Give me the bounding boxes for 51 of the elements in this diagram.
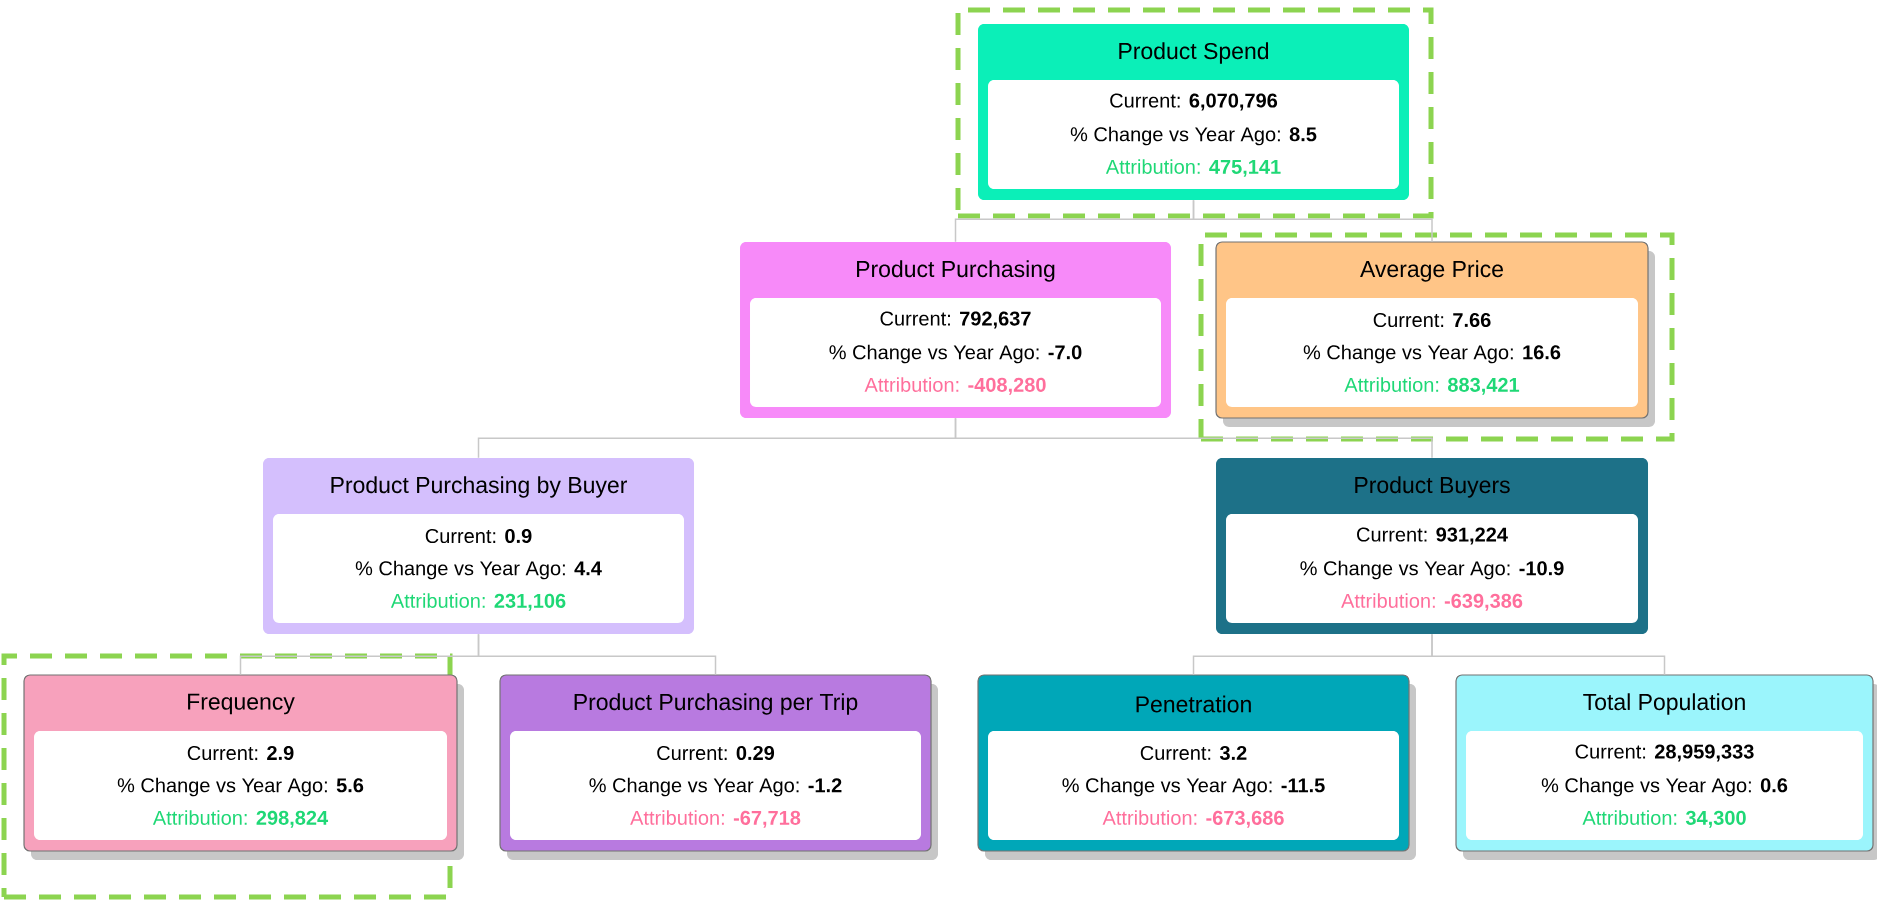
metric-line: % Change vs Year Ago: -1.2 (589, 777, 842, 797)
metric-line: Current: 3.2 (1140, 745, 1247, 761)
metric-line: % Change vs Year Ago: 8.5 (1070, 126, 1317, 146)
metric-line: Attribution: 34,300 (1582, 810, 1746, 828)
highlight-frame (1198, 232, 1675, 442)
card-title: Product Buyers (1355, 476, 1510, 498)
metric-line: Attribution: 475,141 (1105, 159, 1281, 177)
card-title: Average Price (1360, 260, 1503, 282)
metric-line: Current: 0.9 (425, 528, 532, 544)
highlight-frame (955, 7, 1434, 219)
metric-line: Attribution: 298,824 (152, 810, 329, 828)
metric-line: Attribution: -408,280 (864, 377, 1046, 395)
metric-line: % Change vs Year Ago: -7.0 (829, 344, 1082, 364)
metric-card (740, 242, 1171, 418)
metric-line: Current: 792,637 (880, 311, 1031, 329)
metric-line: Current: 931,224 (1357, 527, 1508, 545)
metric-card (977, 674, 1416, 860)
metric-line: Attribution: 231,106 (390, 593, 566, 611)
metric-card (263, 458, 694, 634)
metric-line: Current: 28,959,333 (1575, 744, 1754, 762)
metric-line: % Change vs Year Ago: -11.5 (1062, 777, 1325, 797)
metric-line: % Change vs Year Ago: 5.6 (117, 777, 364, 797)
card-title: Product Purchasing per Trip (574, 693, 858, 715)
card-title: Product Purchasing by Buyer (331, 476, 627, 498)
metric-line: Attribution: 883,421 (1344, 377, 1520, 395)
metric-line: % Change vs Year Ago: 16.6 (1303, 344, 1561, 364)
metric-line: Current: 0.29 (657, 745, 775, 761)
metric-line: Current: 7.66 (1373, 312, 1491, 328)
metric-line: Attribution: -639,386 (1341, 593, 1523, 611)
card-title: Frequency (188, 693, 295, 715)
metric-card (1215, 241, 1655, 427)
connector (1431, 633, 1666, 676)
metric-card (23, 674, 464, 860)
metric-line: % Change vs Year Ago: 0.6 (1541, 777, 1788, 797)
metric-line: Current: 2.9 (187, 745, 294, 761)
metric-line: % Change vs Year Ago: 4.4 (355, 560, 602, 580)
metric-card (978, 24, 1409, 200)
connector (954, 417, 1433, 459)
metric-line: Attribution: -673,686 (1102, 810, 1284, 828)
metric-card (499, 674, 938, 860)
card-title: Product Purchasing (857, 260, 1055, 282)
connector (477, 633, 717, 676)
card-title: Total Population (1583, 693, 1745, 715)
card-title: Penetration (1136, 695, 1251, 713)
metric-line: Current: 6,070,796 (1110, 93, 1278, 111)
metric-line: % Change vs Year Ago: -10.9 (1300, 560, 1564, 580)
metric-card (1455, 674, 1877, 860)
metric-line: Attribution: -67,718 (630, 810, 801, 828)
connector (1192, 199, 1433, 243)
card-title: Product Spend (1119, 42, 1269, 64)
metric-card (1216, 458, 1648, 634)
